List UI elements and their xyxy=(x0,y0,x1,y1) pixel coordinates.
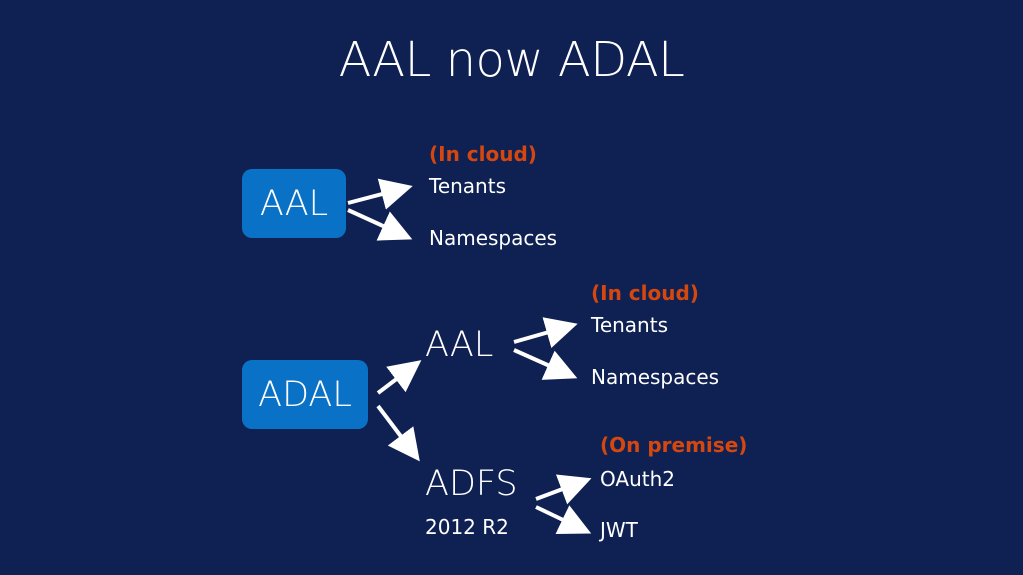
branch-namespaces-label: Namespaces xyxy=(591,365,720,389)
adal-box: ADAL xyxy=(242,360,368,429)
arrow-aal-to-namespaces xyxy=(347,208,413,241)
arrow-branch-aal-to-namespaces xyxy=(513,348,578,380)
arrow-adfs-to-oauth2 xyxy=(535,474,592,505)
branch-tenants-label: Tenants xyxy=(591,313,668,337)
branch-in-cloud-note: (In cloud) xyxy=(591,281,699,305)
arrow-branch-aal-to-tenants xyxy=(513,317,578,348)
top-namespaces-label: Namespaces xyxy=(429,226,558,250)
on-premise-note: (On premise) xyxy=(600,433,748,457)
oauth2-label: OAuth2 xyxy=(600,467,675,491)
jwt-label: JWT xyxy=(600,518,638,542)
top-in-cloud-note: (In cloud) xyxy=(429,142,537,166)
arrow-adal-to-aal xyxy=(376,360,422,395)
arrow-aal-to-tenants xyxy=(347,178,413,210)
aal-box: AAL xyxy=(242,169,346,238)
adfs-version-label: 2012 R2 xyxy=(425,515,509,539)
top-tenants-label: Tenants xyxy=(429,174,506,198)
adfs-branch-label: ADFS xyxy=(425,464,518,504)
aal-branch-label: AAL xyxy=(425,325,494,365)
slide-title: AAL now ADAL xyxy=(338,32,685,88)
arrow-adal-to-adfs xyxy=(376,404,420,462)
arrow-adfs-to-jwt xyxy=(535,505,592,535)
